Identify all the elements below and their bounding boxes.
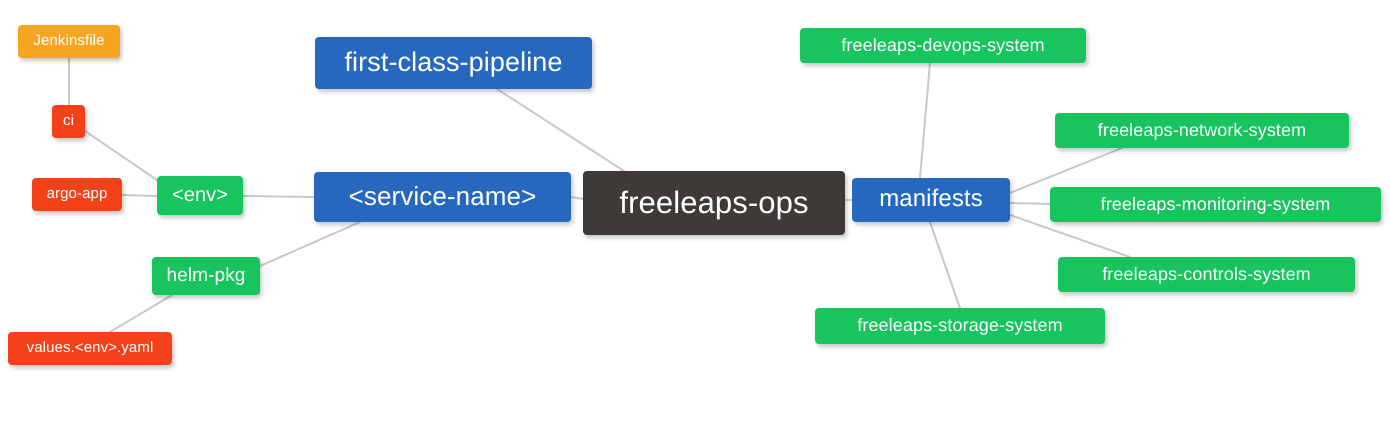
edge-service-name-to-helm-pkg [259,221,361,267]
edge-manifests-to-storage-system [929,221,961,309]
node-helm-pkg[interactable]: helm-pkg [152,257,260,295]
edge-env-to-service-name [242,195,315,198]
edge-helm-pkg-to-values-yaml [109,294,173,333]
node-label-jenkinsfile: Jenkinsfile [33,32,105,49]
node-ci[interactable]: ci [52,105,85,138]
node-label-manifests: manifests [879,185,983,212]
node-storage-system[interactable]: freeleaps-storage-system [815,308,1105,344]
node-first-class[interactable]: first-class-pipeline [315,37,592,89]
edge-argo-app-to-env [121,194,158,197]
node-jenkinsfile[interactable]: Jenkinsfile [18,25,120,58]
node-devops-system[interactable]: freeleaps-devops-system [800,28,1086,63]
node-network-system[interactable]: freeleaps-network-system [1055,113,1349,148]
node-label-network-system: freeleaps-network-system [1097,119,1307,140]
edge-service-name-to-freeleaps-ops [570,196,584,200]
node-label-helm-pkg: helm-pkg [166,264,246,286]
node-freeleaps-ops[interactable]: freeleaps-ops [583,171,845,235]
node-label-monitoring-system: freeleaps-monitoring-system [1100,193,1331,214]
node-label-storage-system: freeleaps-storage-system [857,315,1063,335]
node-label-freeleaps-ops: freeleaps-ops [619,184,809,220]
edge-first-class-to-freeleaps-ops [496,88,625,172]
node-env[interactable]: <env> [157,176,243,215]
node-label-values-yaml: values.<env>.yaml [26,339,154,356]
node-controls-system[interactable]: freeleaps-controls-system [1058,257,1355,292]
node-label-ci: ci [62,112,75,129]
edge-ci-to-env [84,130,158,181]
node-label-argo-app: argo-app [46,185,108,202]
edge-manifests-to-monitoring-system [1009,202,1051,205]
node-label-devops-system: freeleaps-devops-system [841,34,1045,55]
node-label-service-name: <service-name> [348,181,537,211]
node-argo-app[interactable]: argo-app [32,178,122,211]
node-manifests[interactable]: manifests [852,178,1010,222]
node-values-yaml[interactable]: values.<env>.yaml [8,332,172,365]
node-monitoring-system[interactable]: freeleaps-monitoring-system [1050,187,1381,222]
node-label-controls-system: freeleaps-controls-system [1102,263,1311,284]
node-label-first-class: first-class-pipeline [344,46,563,77]
node-label-env: <env> [171,183,229,206]
edge-manifests-to-devops-system [919,62,931,179]
node-service-name[interactable]: <service-name> [314,172,571,222]
